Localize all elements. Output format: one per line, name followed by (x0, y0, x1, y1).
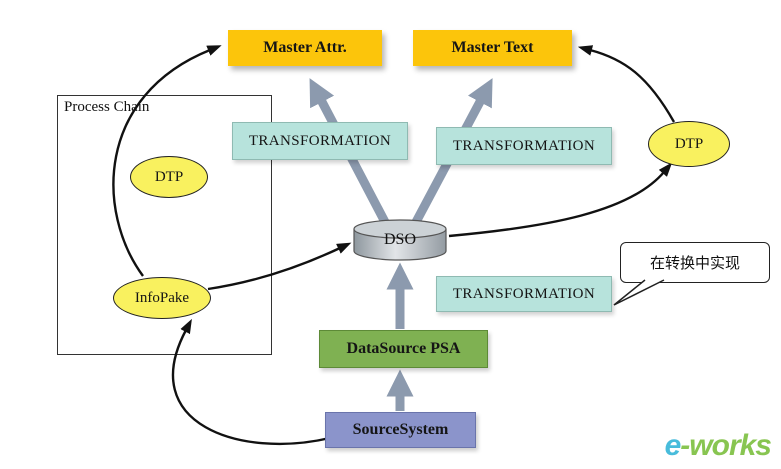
node-transformation-mid: TRANSFORMATION (436, 276, 612, 312)
callout-bubble: 在转换中实现 (620, 242, 770, 283)
arrow-dso-to-dtp-right (448, 162, 673, 238)
dso-cylinder-shape (353, 219, 447, 261)
node-master-attr: Master Attr. (228, 30, 382, 66)
dso-label: DSO (383, 231, 416, 248)
node-master-text: Master Text (413, 30, 572, 66)
node-source-system: SourceSystem (325, 412, 476, 448)
callout-bubble-tail (613, 279, 665, 306)
node-dtp-right: DTP (648, 121, 730, 167)
node-transformation-right: TRANSFORMATION (436, 127, 612, 165)
eworks-watermark: e-works (664, 429, 772, 463)
node-dso: DSO (352, 219, 448, 263)
node-transformation-left: TRANSFORMATION (232, 122, 408, 160)
node-infopake: InfoPake (113, 277, 211, 319)
node-datasource-psa: DataSource PSA (319, 330, 488, 368)
eworks-watermark-rest: -works (680, 429, 772, 462)
node-dtp-left: DTP (130, 156, 208, 198)
arrow-dtp-right-to-master-text (577, 45, 676, 123)
process-chain-label: Process Chain (64, 99, 150, 115)
eworks-watermark-e: e (664, 429, 682, 462)
arrow-dso-to-master-attr (309, 78, 389, 225)
